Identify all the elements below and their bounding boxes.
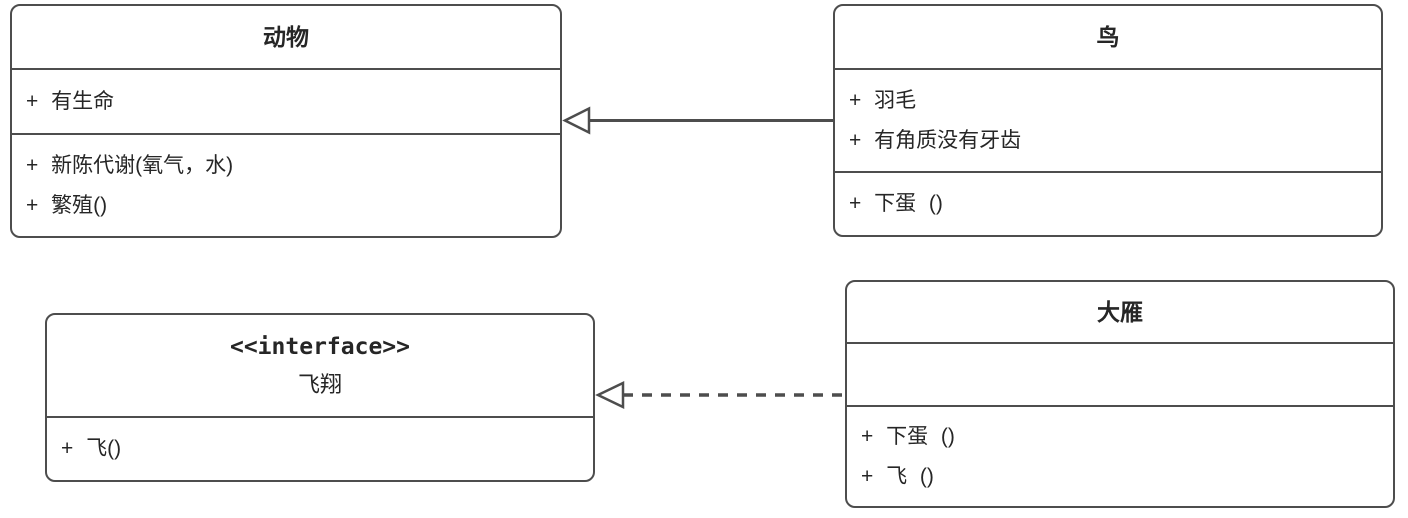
method-line: + 下蛋 () (849, 192, 943, 215)
class-box-animal[interactable]: 动物 + 有生命 + 新陈代谢(氧气，水) + 繁殖() (10, 4, 562, 238)
interface-title: 飞翔 (297, 371, 342, 397)
class-box-goose[interactable]: 大雁 + 下蛋 () + 飞 () (845, 280, 1395, 508)
bird-methods-compartment: + 下蛋 () (835, 171, 1381, 235)
method-line: + 飞 () (861, 464, 934, 488)
interface-box-fly[interactable]: <<interface>> 飞翔 + 飞() (45, 313, 595, 482)
class-title: 鸟 (1096, 24, 1120, 50)
animal-attributes-compartment: + 有生命 (12, 68, 560, 133)
interface-title-compartment: <<interface>> 飞翔 (47, 315, 593, 416)
goose-methods-compartment: + 下蛋 () + 飞 () (847, 405, 1393, 506)
class-title: 大雁 (1097, 299, 1143, 325)
bird-attributes-compartment: + 羽毛 + 有角质没有牙齿 (835, 68, 1381, 171)
class-title: 动物 (263, 24, 309, 50)
interface-stereotype: <<interface>> (229, 333, 410, 360)
attribute-line: + 羽毛 (849, 88, 917, 112)
fly-methods-compartment: + 飞() (47, 416, 593, 480)
class-title-compartment: 鸟 (835, 6, 1381, 68)
attribute-line: + 有生命 (26, 89, 115, 113)
goose-attributes-compartment-empty (847, 342, 1393, 405)
hollow-triangle-arrowhead (595, 381, 625, 409)
method-line: + 新陈代谢(氧气，水) (26, 153, 234, 177)
method-line: + 飞() (61, 437, 122, 460)
class-title-compartment: 大雁 (847, 282, 1393, 342)
method-line: + 繁殖() (26, 193, 108, 217)
hollow-triangle-arrowhead (562, 106, 591, 135)
generalization-arrow-bird-to-animal[interactable] (562, 106, 833, 135)
attribute-line: + 有角质没有牙齿 (849, 128, 1022, 152)
realization-arrow-goose-to-fly[interactable] (595, 381, 845, 409)
class-title-compartment: 动物 (12, 6, 560, 68)
method-line: + 下蛋 () (861, 424, 955, 448)
animal-methods-compartment: + 新陈代谢(氧气，水) + 繁殖() (12, 133, 560, 236)
class-box-bird[interactable]: 鸟 + 羽毛 + 有角质没有牙齿 + 下蛋 () (833, 4, 1383, 237)
